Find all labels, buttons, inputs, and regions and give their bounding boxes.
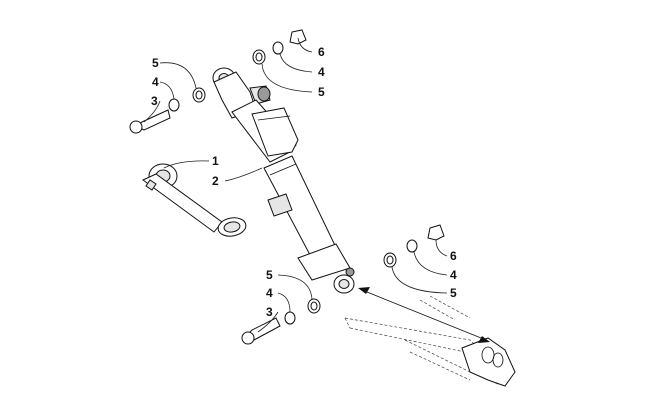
a-arm-ghost (344, 295, 516, 387)
callout-5-upper-right: 5 (318, 85, 325, 99)
callout-3-upper: 3 (151, 94, 158, 108)
callout-4-upper-left: 4 (152, 75, 159, 89)
callout-6-lower: 6 (450, 249, 457, 263)
bottom-hardware (241, 224, 445, 345)
callout-3-lower: 3 (266, 305, 273, 319)
callout-6-upper: 6 (318, 45, 325, 59)
callout-1: 1 (212, 154, 219, 168)
mounting-arrow (358, 287, 490, 343)
callout-2: 2 (212, 174, 219, 188)
top-hardware (129, 29, 307, 134)
callout-5-lower-left: 5 (266, 268, 273, 282)
callout-5-upper-left: 5 (152, 56, 159, 70)
callout-4-lower-left: 4 (266, 286, 273, 300)
shock-absorber (212, 67, 355, 294)
callout-4-lower-right: 4 (450, 268, 457, 282)
callout-4-upper-right: 4 (318, 65, 325, 79)
leader-lines (143, 37, 448, 333)
callout-5-lower-right: 5 (450, 286, 457, 300)
callout-labels: 5 4 3 6 4 5 1 2 5 4 3 6 4 5 (151, 45, 457, 319)
spanner-wrench (142, 163, 247, 237)
